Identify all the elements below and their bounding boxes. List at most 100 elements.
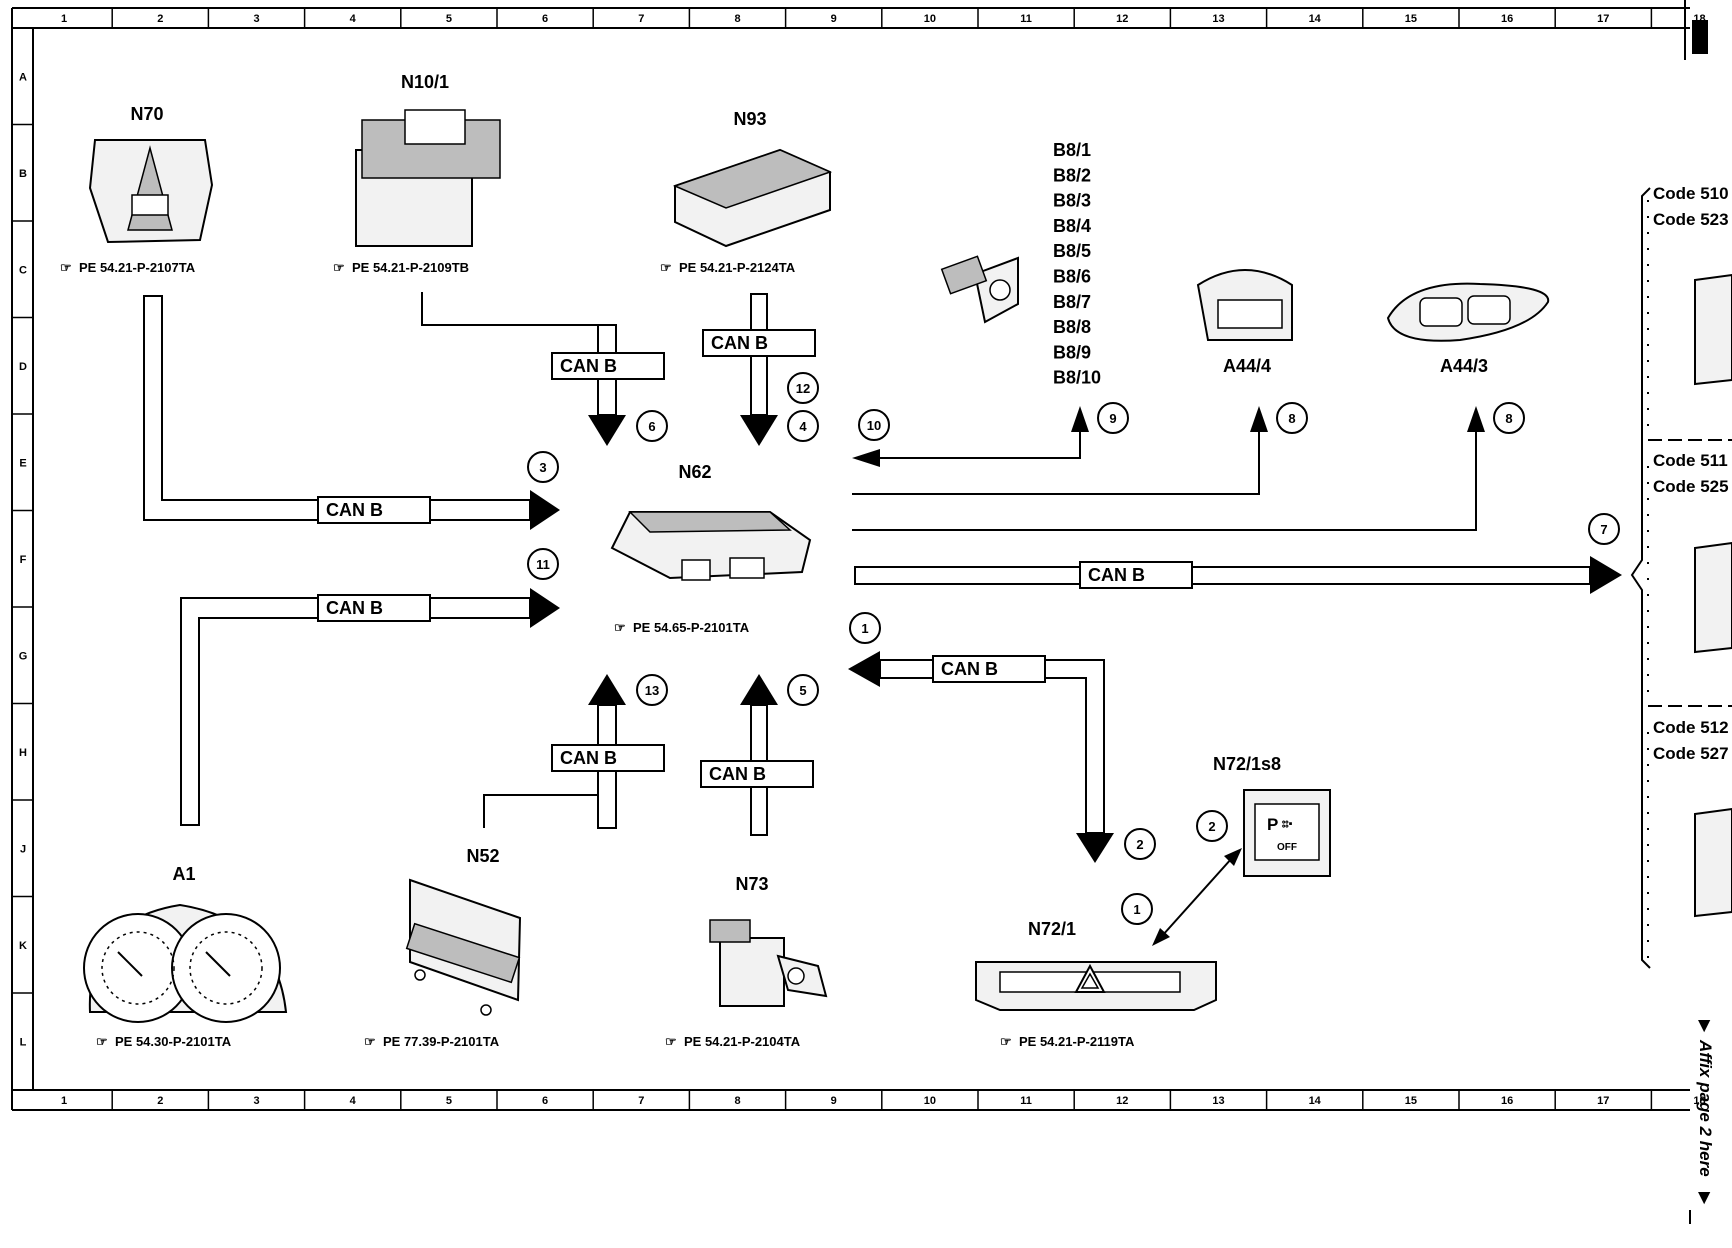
svg-text:2: 2 <box>1136 837 1143 852</box>
line-a44-3 <box>852 432 1477 531</box>
grid-column-label: 4 <box>350 13 357 25</box>
signal-number: 1 <box>1121 893 1153 925</box>
grid-row-label: E <box>19 457 26 469</box>
sensor-label: B8/9 <box>1053 342 1091 362</box>
arrow-8b <box>1467 406 1485 432</box>
code-label: Code 525 <box>1653 477 1729 496</box>
signal-number: 11 <box>527 548 559 580</box>
affix-note: ▶ Affix page 2 here ▶ <box>1696 1020 1715 1205</box>
grid-column-label: 11 <box>1020 1095 1032 1107</box>
can-b-label: CAN B <box>317 496 431 524</box>
svg-text:Code 510: Code 510 <box>1653 184 1729 203</box>
svg-text:CAN B: CAN B <box>326 598 383 618</box>
svg-text:8: 8 <box>1288 411 1295 426</box>
sensor-wave-icon: ⦂⦂▪ <box>1282 818 1293 830</box>
svg-text:Code 523: Code 523 <box>1653 210 1729 229</box>
svg-text:6: 6 <box>648 419 655 434</box>
svg-text:CAN B: CAN B <box>941 659 998 679</box>
ref-icon: ☞ <box>96 1034 108 1049</box>
ref-icon: ☞ <box>333 260 345 275</box>
svg-text:Code 511: Code 511 <box>1653 451 1728 470</box>
svg-text:PE 54.65-P-2101TA: PE 54.65-P-2101TA <box>633 620 750 635</box>
triangle-down-icon: ▶ <box>1696 1192 1713 1205</box>
n73-switch-illustration <box>719 937 785 1007</box>
svg-text:Code 525: Code 525 <box>1653 477 1729 496</box>
svg-text:12: 12 <box>796 381 810 396</box>
component-n10-1: N10/1 ☞ PE 54.21-P-2109TB <box>333 72 501 275</box>
grid-row-label: L <box>20 1036 27 1048</box>
svg-text:9: 9 <box>1109 411 1116 426</box>
line-a44-4 <box>852 432 1260 495</box>
grid-column-label: 5 <box>446 1095 452 1107</box>
component-n73: N73 ☞ PE 54.21-P-2104TA <box>665 874 828 1049</box>
arrow-1a <box>848 651 880 687</box>
grid-column-labels: 1122334455667788991010111112121313141415… <box>61 8 1706 1110</box>
grid-column-label: 9 <box>831 13 837 25</box>
grid-row-label: H <box>19 747 27 759</box>
grid-column-label: 2 <box>157 1095 163 1107</box>
signal-number: 5 <box>787 674 819 706</box>
grid-column-label: 1 <box>61 1095 67 1107</box>
signal-number: 10 <box>858 409 890 441</box>
pipe-n70 <box>143 295 531 521</box>
page-marker <box>1692 20 1708 54</box>
line-n72-1s8 <box>1161 857 1233 937</box>
can-b-label: CAN B <box>932 655 1046 683</box>
arrow-7 <box>1590 556 1622 594</box>
component-n62: N62 ☞ PE 54.65-P-2101TA <box>610 462 812 635</box>
grid-column-label: 17 <box>1597 13 1609 25</box>
svg-text:PE 54.21-P-2109TB: PE 54.21-P-2109TB <box>352 260 469 275</box>
grid-column-label: 14 <box>1309 1095 1322 1107</box>
svg-text:N72/1s8: N72/1s8 <box>1213 754 1281 774</box>
signal-number: 3 <box>527 451 559 483</box>
svg-text:5: 5 <box>799 683 806 698</box>
svg-text:1: 1 <box>861 621 868 636</box>
grid-column-label: 5 <box>446 13 452 25</box>
svg-text:Code 512: Code 512 <box>1653 718 1729 737</box>
component-n52: N52 ☞ PE 77.39-P-2101TA <box>364 846 522 1049</box>
grid-column-label: 6 <box>542 13 548 25</box>
grid-column-label: 15 <box>1405 1095 1417 1107</box>
signal-number: 6 <box>636 410 668 442</box>
svg-text:11: 11 <box>536 557 550 572</box>
grid-row-label: A <box>19 71 27 83</box>
svg-text:N62: N62 <box>678 462 711 482</box>
grid-row-label: B <box>19 168 27 180</box>
grid-column-label: 3 <box>253 1095 259 1107</box>
svg-text:10: 10 <box>867 418 881 433</box>
grid-column-label: 7 <box>638 1095 644 1107</box>
grid-column-label: 13 <box>1212 1095 1224 1107</box>
line-sensors <box>880 432 1081 459</box>
svg-text:Affix page 2 here: Affix page 2 here <box>1696 1039 1715 1177</box>
svg-text:3: 3 <box>539 460 546 475</box>
svg-text:CAN B: CAN B <box>326 500 383 520</box>
svg-text:4: 4 <box>799 419 807 434</box>
svg-text:N52: N52 <box>466 846 499 866</box>
svg-text:A1: A1 <box>172 864 195 884</box>
arrow-11 <box>530 588 560 628</box>
arrow-2a <box>1076 833 1114 863</box>
arrow-5 <box>740 674 778 705</box>
signal-number: 12 <box>787 372 819 404</box>
diagram-frame <box>11 0 1708 1224</box>
svg-text:PE 77.39-P-2101TA: PE 77.39-P-2101TA <box>383 1034 500 1049</box>
grid-column-label: 17 <box>1597 1095 1609 1107</box>
grid-column-label: 13 <box>1212 13 1224 25</box>
signal-number: 8 <box>1276 402 1308 434</box>
sensor-label: B8/6 <box>1053 267 1091 287</box>
can-b-label: CAN B <box>1079 561 1193 589</box>
svg-text:CAN B: CAN B <box>1088 565 1145 585</box>
signal-number: 4 <box>787 410 819 442</box>
grid-row-label: G <box>19 650 28 662</box>
can-b-label: CAN B <box>551 744 665 772</box>
sensor-label: B8/1 <box>1053 140 1091 160</box>
sensor-label: B8/7 <box>1053 292 1091 312</box>
signal-number: 2 <box>1196 810 1228 842</box>
grid-row-label: D <box>19 361 27 373</box>
svg-text:CAN B: CAN B <box>560 356 617 376</box>
component-n72-1: N72/1 ☞ PE 54.21-P-2119TA <box>975 919 1217 1049</box>
arrow-6 <box>588 415 626 446</box>
svg-text:13: 13 <box>645 683 659 698</box>
grid-column-label: 18 <box>1693 13 1705 25</box>
